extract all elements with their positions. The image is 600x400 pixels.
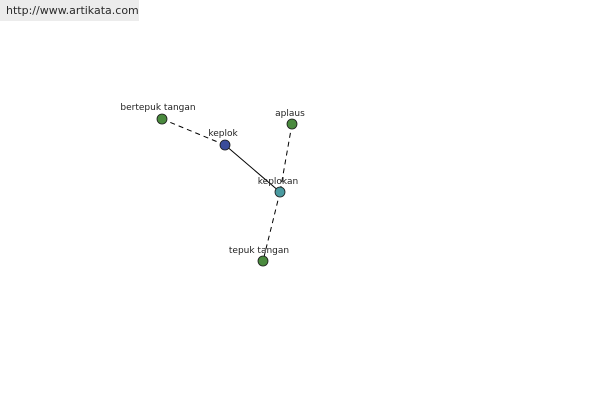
- node-circle-tepuk-tangan[interactable]: [257, 255, 269, 267]
- edge-aplaus-keplokan: [279, 123, 293, 193]
- graph-nodes: bertepuk tangan keplok aplaus keplokan tepuk…: [120, 103, 305, 267]
- edge-bertepuk-tangan-keplok: [161, 118, 226, 146]
- edge-keplokan-tepuk-tangan: [262, 191, 281, 262]
- watermark-url: http://www.artikata.com: [0, 0, 139, 21]
- node-keplokan[interactable]: keplokan: [258, 177, 298, 198]
- node-circle-aplaus[interactable]: [286, 118, 298, 130]
- node-circle-keplok[interactable]: [219, 139, 231, 151]
- node-label-keplokan: keplokan: [258, 177, 298, 187]
- node-circle-keplokan[interactable]: [274, 186, 286, 198]
- node-aplaus[interactable]: aplaus: [275, 109, 305, 130]
- node-tepuk-tangan[interactable]: tepuk tangan: [229, 246, 289, 267]
- node-label-tepuk-tangan: tepuk tangan: [229, 246, 289, 256]
- node-label-keplok: keplok: [208, 129, 238, 139]
- node-label-bertepuk-tangan: bertepuk tangan: [120, 103, 195, 113]
- node-bertepuk-tangan[interactable]: bertepuk tangan: [120, 103, 196, 125]
- graph-edges: [161, 118, 293, 262]
- node-label-aplaus: aplaus: [275, 109, 305, 119]
- node-circle-bertepuk-tangan[interactable]: [156, 113, 168, 125]
- node-keplok[interactable]: keplok: [208, 129, 238, 151]
- edge-keplok-keplokan: [224, 144, 281, 193]
